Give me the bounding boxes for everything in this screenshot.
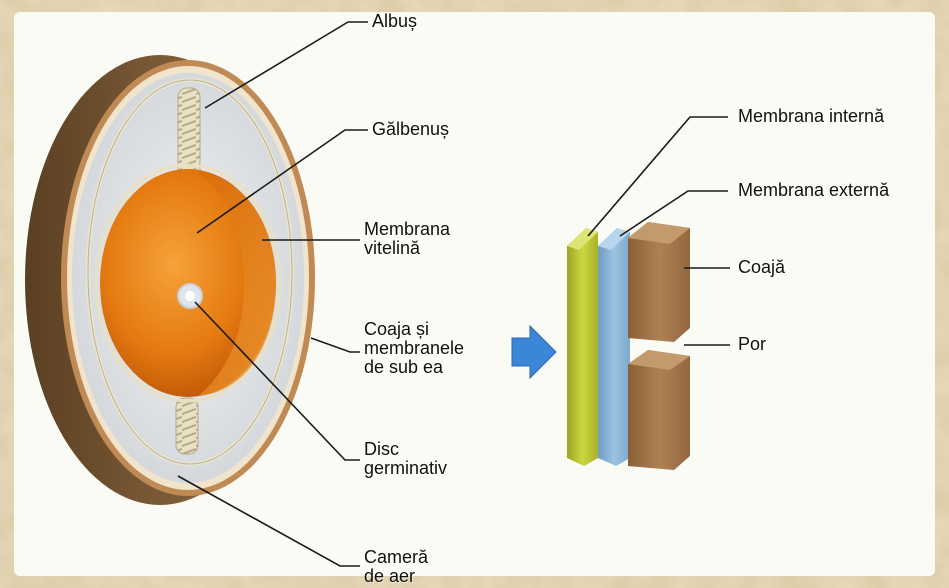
- egg-illustration: [25, 55, 315, 505]
- label-membrana-vitelina: Membrana vitelină: [364, 220, 450, 258]
- label-membrana-externa: Membrana externă: [738, 181, 889, 200]
- label-camera-aer-line1: Cameră: [364, 548, 428, 567]
- outer-membrane-slab: [598, 228, 630, 466]
- label-coaja-membrane-line2: membranele: [364, 339, 464, 358]
- chalaza-bottom: [176, 398, 198, 454]
- label-membrana-vitelina-line1: Membrana: [364, 220, 450, 239]
- label-coaja-membrane: Coaja și membranele de sub ea: [364, 320, 464, 377]
- inner-membrane-slab: [567, 228, 598, 466]
- label-coaja-membrane-line1: Coaja și: [364, 320, 464, 339]
- label-albus: Albuș: [372, 12, 417, 31]
- label-coaja-membrane-line3: de sub ea: [364, 358, 464, 377]
- label-camera-aer-line2: de aer: [364, 567, 428, 586]
- label-por: Por: [738, 335, 766, 354]
- label-membrana-interna: Membrana internă: [738, 107, 884, 126]
- label-camera-aer: Cameră de aer: [364, 548, 428, 586]
- label-disc-germinativ-line1: Disc: [364, 440, 447, 459]
- label-coaja: Coajă: [738, 258, 785, 277]
- label-disc-germinativ: Disc germinativ: [364, 440, 447, 478]
- label-galbenus: Gălbenuș: [372, 120, 449, 139]
- label-disc-germinativ-line2: germinativ: [364, 459, 447, 478]
- label-membrana-vitelina-line2: vitelină: [364, 239, 450, 258]
- germinal-disc-center: [185, 291, 195, 301]
